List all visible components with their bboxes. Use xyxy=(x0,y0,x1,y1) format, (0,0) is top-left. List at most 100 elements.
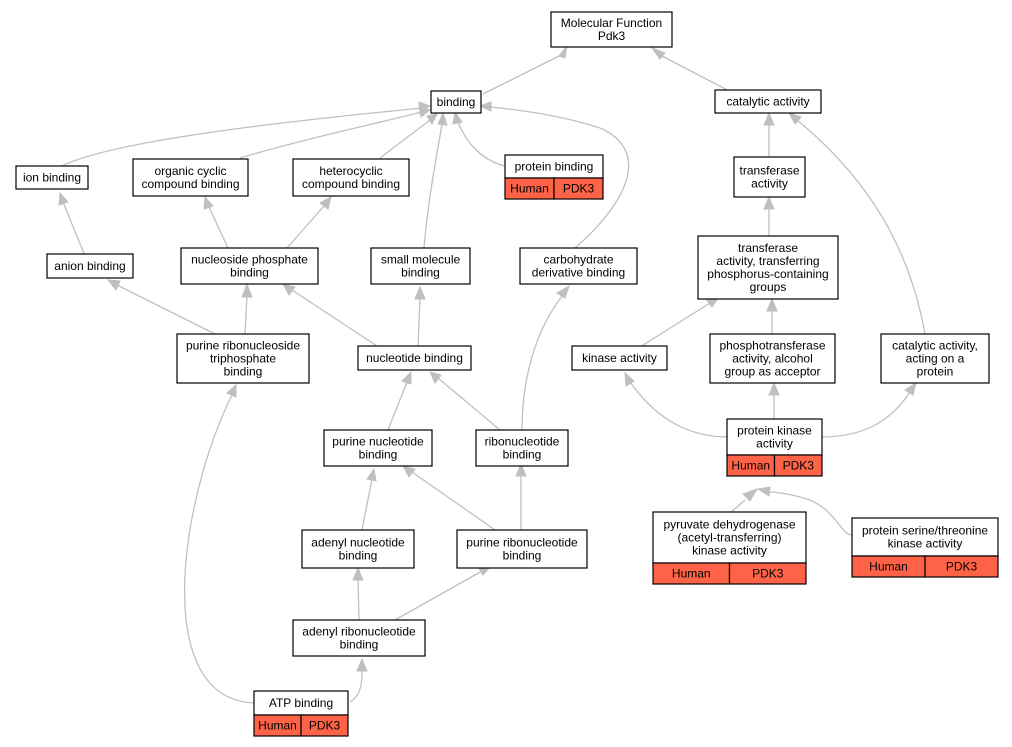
node-box xyxy=(253,690,349,716)
annotation-species: Human xyxy=(258,719,297,733)
edge-adenylribo-purribo xyxy=(394,570,483,621)
annotation-species: Human xyxy=(510,182,549,196)
node-label-line: binding xyxy=(340,638,379,652)
go-term-node-ionbind: ion binding xyxy=(15,165,89,190)
node-box xyxy=(714,89,822,114)
annotation-cell xyxy=(728,562,807,585)
go-term-node-anion: anion binding xyxy=(46,253,134,279)
edge-nucbind-nucphos xyxy=(291,289,381,349)
annotation-cell xyxy=(924,555,999,578)
node-label-line: compound binding xyxy=(302,177,400,191)
edge-ribonuc-carbo-arrowhead xyxy=(556,284,570,299)
node-label-line: protein kinase xyxy=(737,424,812,438)
node-label-line: (acetyl-transferring) xyxy=(677,531,781,545)
node-box xyxy=(880,333,990,384)
edge-binding-mf-arrowhead xyxy=(558,44,568,59)
node-label-line: protein xyxy=(917,365,954,379)
node-label-line: kinase activity xyxy=(692,544,767,558)
node-label-line: purine ribonucleotide xyxy=(466,536,578,550)
node-label-line: kinase activity xyxy=(888,537,963,551)
node-label-line: activity xyxy=(751,177,788,191)
node-box xyxy=(726,418,823,456)
node-label-line: Pdk3 xyxy=(598,29,626,43)
edge-orgcyc-binding xyxy=(239,111,423,159)
edge-protkin-kinase-arrowhead xyxy=(624,371,635,387)
node-box xyxy=(176,333,310,384)
node-label-line: pyruvate dehydrogenase xyxy=(663,518,795,532)
go-term-node-pyruvate: pyruvate dehydrogenase(acetyl-transferri… xyxy=(652,511,807,585)
node-label-line: binding xyxy=(437,95,476,109)
edge-purtri-nucphos-arrowhead xyxy=(241,282,253,298)
node-box xyxy=(180,247,319,285)
node-label-line: transferase xyxy=(739,164,799,178)
node-label-line: carbohydrate xyxy=(543,253,613,267)
node-label-line: group as acceptor xyxy=(724,365,820,379)
edge-catalytic-mf xyxy=(659,54,736,95)
edge-ionbind-binding xyxy=(59,107,423,168)
edge-purtri-anion-arrowhead xyxy=(106,279,121,291)
go-term-node-kinase: kinase activity xyxy=(571,345,668,371)
node-label-line: organic cyclic xyxy=(154,164,226,178)
node-label-line: binding xyxy=(359,448,398,462)
annotation-cell xyxy=(300,714,349,737)
node-label-line: anion binding xyxy=(54,259,125,273)
node-label-line: activity xyxy=(756,437,793,451)
edge-nucbind-smallmol-arrowhead xyxy=(414,285,426,300)
edge-atp-purtri-arrowhead xyxy=(226,383,237,398)
edge-smallmol-binding xyxy=(423,123,443,249)
annotation-gene: PDK3 xyxy=(783,459,815,473)
edge-transphos-transferase-arrowhead xyxy=(763,195,775,210)
annotation-gene: PDK3 xyxy=(946,560,978,574)
node-label-line: ion binding xyxy=(23,171,81,185)
node-box xyxy=(15,165,89,190)
node-label-line: transferase xyxy=(738,241,798,255)
node-box xyxy=(652,511,807,564)
node-box xyxy=(456,529,588,569)
edge-purtri-anion xyxy=(116,284,216,335)
node-box xyxy=(292,158,410,197)
node-label-line: purine nucleotide xyxy=(332,435,424,449)
node-label-line: small molecule xyxy=(381,253,461,267)
edge-catprot-catalytic xyxy=(796,119,926,335)
node-label-line: adenyl nucleotide xyxy=(311,536,405,550)
annotation-species: Human xyxy=(869,560,908,574)
edge-pyruvate-protkin xyxy=(729,499,746,514)
edge-ribonuc-nucbind-arrowhead xyxy=(429,371,442,384)
node-box xyxy=(571,345,668,371)
node-box xyxy=(46,253,134,279)
edge-adenylnuc-purnuc xyxy=(361,478,373,531)
node-label-line: catalytic activity xyxy=(726,95,809,109)
node-label-line: ribonucleotide xyxy=(485,435,560,449)
edge-protkin-catprot xyxy=(821,391,911,438)
node-box xyxy=(357,345,472,371)
node-label-line: nucleoside phosphate xyxy=(191,253,308,267)
node-box xyxy=(323,429,433,467)
edge-purribo-purnuc-arrowhead xyxy=(402,465,416,478)
edge-atp-adenylribo xyxy=(349,669,363,703)
edge-nucphos-orgcyc xyxy=(208,206,229,249)
edge-nucphos-hetcyc xyxy=(286,205,325,249)
node-box xyxy=(519,247,638,285)
node-label-line: protein binding xyxy=(515,160,594,174)
node-box xyxy=(550,11,673,48)
node-label-line: activity, transferring xyxy=(716,254,819,268)
edge-protbind-binding-arrowhead xyxy=(452,110,463,125)
node-label-line: phosphotransferase xyxy=(719,339,825,353)
node-label-line: activity, alcohol xyxy=(732,352,812,366)
edge-ribonuc-nucbind xyxy=(437,377,501,431)
node-label-line: protein serine/threonine xyxy=(862,524,988,538)
